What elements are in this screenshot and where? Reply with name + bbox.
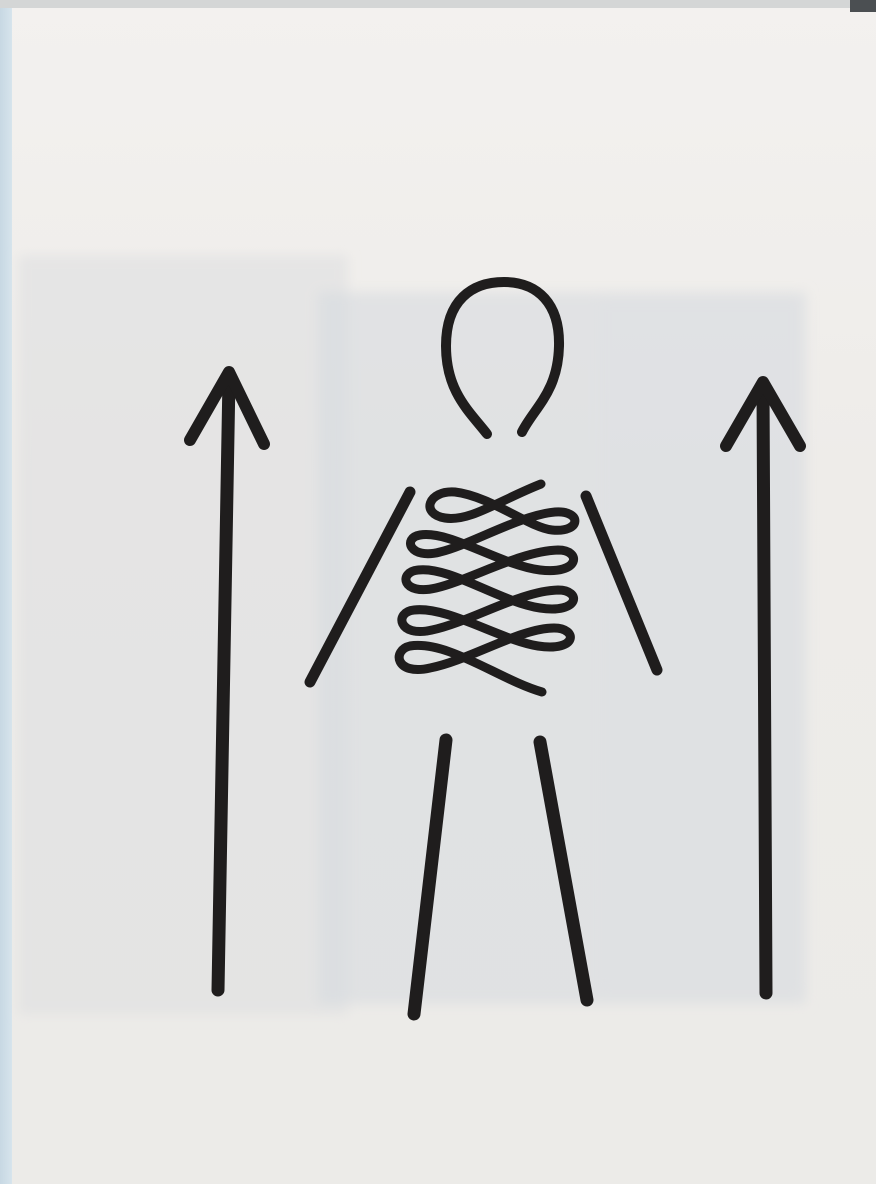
left-background-panel <box>18 255 348 1015</box>
right-arrow-shaft <box>763 388 766 993</box>
